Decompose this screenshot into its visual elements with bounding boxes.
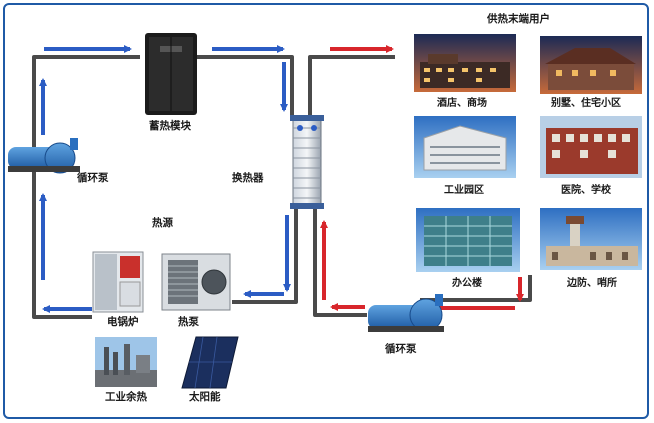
pipe-users-return bbox=[420, 275, 532, 302]
photo-villa-residence bbox=[540, 36, 642, 94]
bottom-circulation-pump-icon bbox=[368, 294, 444, 332]
electric-boiler-icon bbox=[92, 251, 144, 313]
label-hospital-school: 医院、学校 bbox=[561, 183, 612, 196]
label-electric-boiler: 电锅炉 bbox=[107, 315, 139, 328]
industrial-waste-heat-image bbox=[95, 337, 157, 387]
pipes bbox=[32, 55, 532, 319]
pipe-left-top bbox=[32, 55, 140, 150]
label-villa-residence: 别墅、住宅小区 bbox=[550, 96, 621, 109]
photo-office-building bbox=[416, 208, 520, 272]
label-office-building: 办公楼 bbox=[452, 276, 482, 289]
label-circulation-pump-left: 循环泵 bbox=[77, 171, 109, 184]
label-solar: 太阳能 bbox=[188, 390, 221, 403]
pipe-hx-return bbox=[313, 205, 367, 317]
label-circulation-pump-bottom: 循环泵 bbox=[385, 342, 417, 355]
pipe-left-bottom bbox=[32, 170, 92, 319]
heat-pump-icon bbox=[161, 253, 231, 311]
label-end-users-title: 供热末端用户 bbox=[486, 12, 550, 25]
photo-hospital-school bbox=[540, 116, 642, 178]
label-border-post: 边防、哨所 bbox=[566, 276, 617, 289]
heat-exchanger-icon bbox=[290, 115, 324, 209]
label-heat-exchanger: 换热器 bbox=[232, 171, 264, 184]
photo-border-post bbox=[540, 208, 642, 270]
label-storage-module: 蓄热模块 bbox=[149, 119, 191, 132]
solar-panel-image bbox=[181, 336, 239, 389]
photo-hotel-mall bbox=[414, 34, 516, 92]
label-industrial-waste-heat: 工业余热 bbox=[105, 390, 147, 403]
heat-storage-module bbox=[145, 33, 197, 115]
label-hotel-mall: 酒店、商场 bbox=[437, 96, 487, 109]
label-heat-pump: 热泵 bbox=[178, 315, 199, 328]
cold-flow-arrows bbox=[39, 45, 291, 313]
pipe-storage-to-hx bbox=[195, 55, 294, 118]
label-industrial-park: 工业园区 bbox=[444, 183, 484, 196]
photo-industrial-park bbox=[414, 116, 516, 178]
label-heat-source: 热源 bbox=[152, 216, 173, 229]
pipe-heatpump-to-hx bbox=[232, 205, 298, 304]
hot-flow-arrows bbox=[320, 45, 524, 312]
left-circulation-pump-icon bbox=[8, 138, 80, 174]
pipe-hx-to-users bbox=[308, 55, 395, 118]
